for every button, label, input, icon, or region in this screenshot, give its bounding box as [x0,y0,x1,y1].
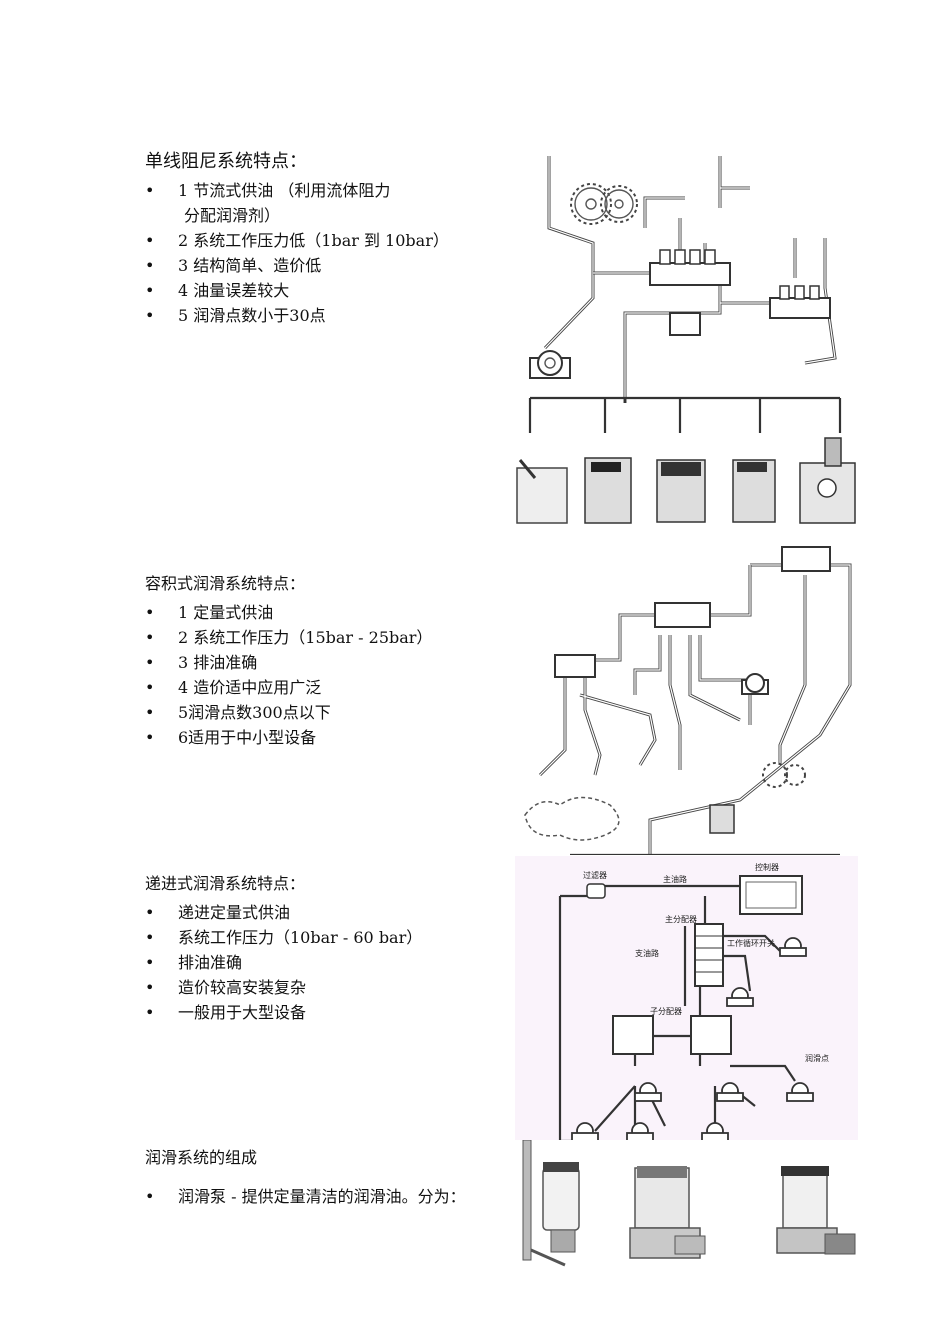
section-title: 递进式润滑系统特点： [145,874,306,893]
list-item: 4 造价适中应用广泛 [145,675,515,700]
list-item: 润滑泵 - 提供定量清洁的润滑油。分为： [145,1184,515,1209]
list-item: 2 系统工作压力低（1bar 到 10bar） [145,228,515,253]
list-item: 3 结构简单、造价低 [145,253,515,278]
bullet-list: 1 定量式供油 2 系统工作压力（15bar - 25bar） 3 排油准确 4… [145,600,515,750]
bearing-icon [529,350,571,379]
label-branch-line: 支油路 [635,948,659,958]
pump-icon [516,437,856,524]
figure-volumetric-system [520,535,860,855]
bearing-icon [741,673,769,695]
list-item: 系统工作压力（10bar - 60 bar） [145,925,515,950]
gear-icon [762,762,806,788]
label-controller: 控制器 [755,862,779,872]
list-item: 2 系统工作压力（15bar - 25bar） [145,625,515,650]
electric-pump-icon [629,1166,706,1259]
manual-pump-icon [522,1140,580,1267]
label-filter: 过滤器 [583,870,607,880]
list-item: 1 节流式供油 （利用流体阻力 分配润滑剂） [145,178,515,228]
section-title: 容积式润滑系统特点： [145,574,306,593]
list-item: 造价较高安装复杂 [145,975,515,1000]
electric-pump-icon [776,1166,856,1255]
figure-lube-pumps [515,1140,858,1270]
list-item: 1 定量式供油 [145,600,515,625]
list-item: 5润滑点数300点以下 [145,700,515,725]
label-lube-point: 润滑点 [805,1053,829,1063]
list-item: 3 排油准确 [145,650,515,675]
label-cycle-switch: 工作循环开关 [727,938,775,948]
list-item: 6适用于中小型设备 [145,725,515,750]
label-main-distributor: 主分配器 [665,914,697,924]
list-item: 4 油量误差较大 [145,278,515,303]
list-item: 5 润滑点数小于30点 [145,303,515,328]
figure-single-line-system [505,148,860,534]
section-title: 单线阻尼系统特点： [145,151,307,172]
label-sub-distributor: 子分配器 [650,1007,682,1016]
bullet-list: 润滑泵 - 提供定量清洁的润滑油。分为： [145,1184,515,1209]
bearing-icon [571,937,814,1142]
figure-progressive-system: 过滤器 主油路 控制器 主分配器 工作循环开关 支油路 子分配器 润滑点 [515,856,858,1156]
label-main-line: 主油路 [663,874,687,884]
section-volumetric: 容积式润滑系统特点： 1 定量式供油 2 系统工作压力（15bar - 25ba… [145,572,515,750]
section-composition: 润滑系统的组成 润滑泵 - 提供定量清洁的润滑油。分为： [145,1146,515,1209]
bullet-list: 1 节流式供油 （利用流体阻力 分配润滑剂） 2 系统工作压力低（1bar 到 … [145,178,515,328]
section-title: 润滑系统的组成 [145,1148,258,1167]
gear-icon [570,183,638,225]
bullet-list: 递进定量式供油 系统工作压力（10bar - 60 bar） 排油准确 造价较高… [145,900,515,1025]
list-item: 排油准确 [145,950,515,975]
list-item: 一般用于大型设备 [145,1000,515,1025]
section-progressive: 递进式润滑系统特点： 递进定量式供油 系统工作压力（10bar - 60 bar… [145,872,515,1025]
list-item: 递进定量式供油 [145,900,515,925]
section-single-line: 单线阻尼系统特点： 1 节流式供油 （利用流体阻力 分配润滑剂） 2 系统工作压… [145,150,515,328]
